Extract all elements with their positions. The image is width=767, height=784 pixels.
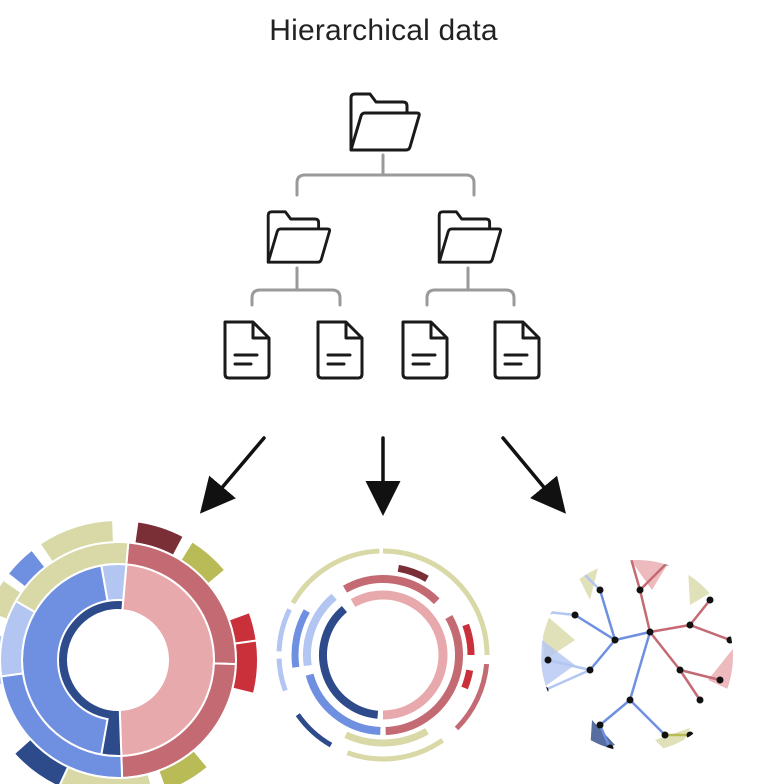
tree-node <box>661 731 669 739</box>
sunburst-chart <box>0 519 259 784</box>
arc-segment <box>385 615 463 735</box>
sunburst-segment <box>12 737 70 784</box>
tree-edge <box>638 588 652 634</box>
connector-root <box>295 153 476 197</box>
tree-edge <box>598 723 612 750</box>
tree-edge <box>598 588 617 642</box>
arc-segment <box>397 564 429 582</box>
tree-node <box>676 666 684 674</box>
sunburst-segment <box>231 639 259 696</box>
document-icon <box>223 320 271 380</box>
arrow-left-icon <box>199 436 266 514</box>
tree-edge <box>628 698 667 737</box>
arc-segment <box>276 658 288 692</box>
tree-edge <box>598 698 632 727</box>
arc-segment <box>295 713 333 748</box>
folder-open-icon <box>437 210 503 264</box>
arc-segment <box>454 663 490 731</box>
arc-segment <box>303 593 337 667</box>
radial-node-link-tree <box>541 552 733 752</box>
tree-edge <box>546 610 577 617</box>
tree-node <box>636 586 644 594</box>
tree-edge <box>648 623 692 634</box>
arc-segment <box>276 608 292 652</box>
tree-edge <box>678 668 702 702</box>
sunburst-segment <box>0 633 4 687</box>
tree-node <box>611 636 619 644</box>
arc-segment <box>305 673 381 735</box>
document-icon <box>493 320 541 380</box>
tree-edge <box>628 630 652 702</box>
tree-node <box>696 696 704 704</box>
sunburst-segment <box>157 748 210 784</box>
tree-background <box>541 560 733 752</box>
tree-edge <box>648 630 682 672</box>
tree-node <box>686 621 694 629</box>
diagram-title: Hierarchical data <box>269 14 498 47</box>
sunburst-segment <box>6 548 47 589</box>
arc-segment <box>291 609 310 668</box>
tree-connectors <box>250 153 516 307</box>
folder-open-icon <box>266 210 332 264</box>
tree-edge <box>546 658 592 672</box>
concentric-arc-diagram <box>276 548 490 762</box>
arc-segment <box>382 548 490 656</box>
arrows <box>199 436 566 516</box>
tree-node <box>596 721 604 729</box>
tree-edge <box>638 560 670 592</box>
sunburst-segment <box>0 578 23 621</box>
arc-segment <box>344 728 429 747</box>
arc-segment <box>343 575 440 605</box>
tree-node <box>544 608 552 616</box>
tree-node <box>664 560 672 566</box>
tree-node <box>541 686 549 694</box>
tree-node <box>646 628 654 636</box>
tree-node <box>686 731 694 739</box>
connector-right-folder <box>425 266 516 307</box>
tree-edge <box>688 623 732 642</box>
tree-node <box>627 552 634 559</box>
tree-node <box>544 656 552 664</box>
document-icon <box>401 320 449 380</box>
tree-node <box>626 696 634 704</box>
tree-node <box>716 676 724 684</box>
tree-node <box>586 666 594 674</box>
arc-segment <box>350 590 448 720</box>
tree-edge <box>573 613 617 642</box>
tree-node <box>706 596 714 604</box>
arc-segment <box>290 548 380 605</box>
tree-edge <box>688 598 712 627</box>
arrow-right-icon <box>501 436 566 514</box>
tree-node <box>726 636 733 644</box>
connector-left-folder <box>250 266 342 307</box>
tree-node <box>571 561 579 569</box>
sunburst-segment <box>38 519 115 564</box>
arc-segment <box>461 669 474 690</box>
tree-hull <box>541 640 575 690</box>
tree-edge <box>588 638 617 672</box>
document-icon <box>316 320 364 380</box>
arc-segment <box>319 605 379 719</box>
tree-edge <box>678 668 722 682</box>
arc-segment <box>346 738 445 762</box>
arc-segment <box>462 623 475 656</box>
folder-open-icon <box>349 92 421 152</box>
tree-node <box>571 611 579 619</box>
tree-edge <box>613 630 652 642</box>
tree-node <box>596 586 604 594</box>
sunburst-segment <box>133 520 186 558</box>
tree-edge <box>543 668 592 692</box>
tree-edge <box>628 560 642 592</box>
tree-node <box>606 744 614 752</box>
sunburst-segment <box>179 539 227 586</box>
